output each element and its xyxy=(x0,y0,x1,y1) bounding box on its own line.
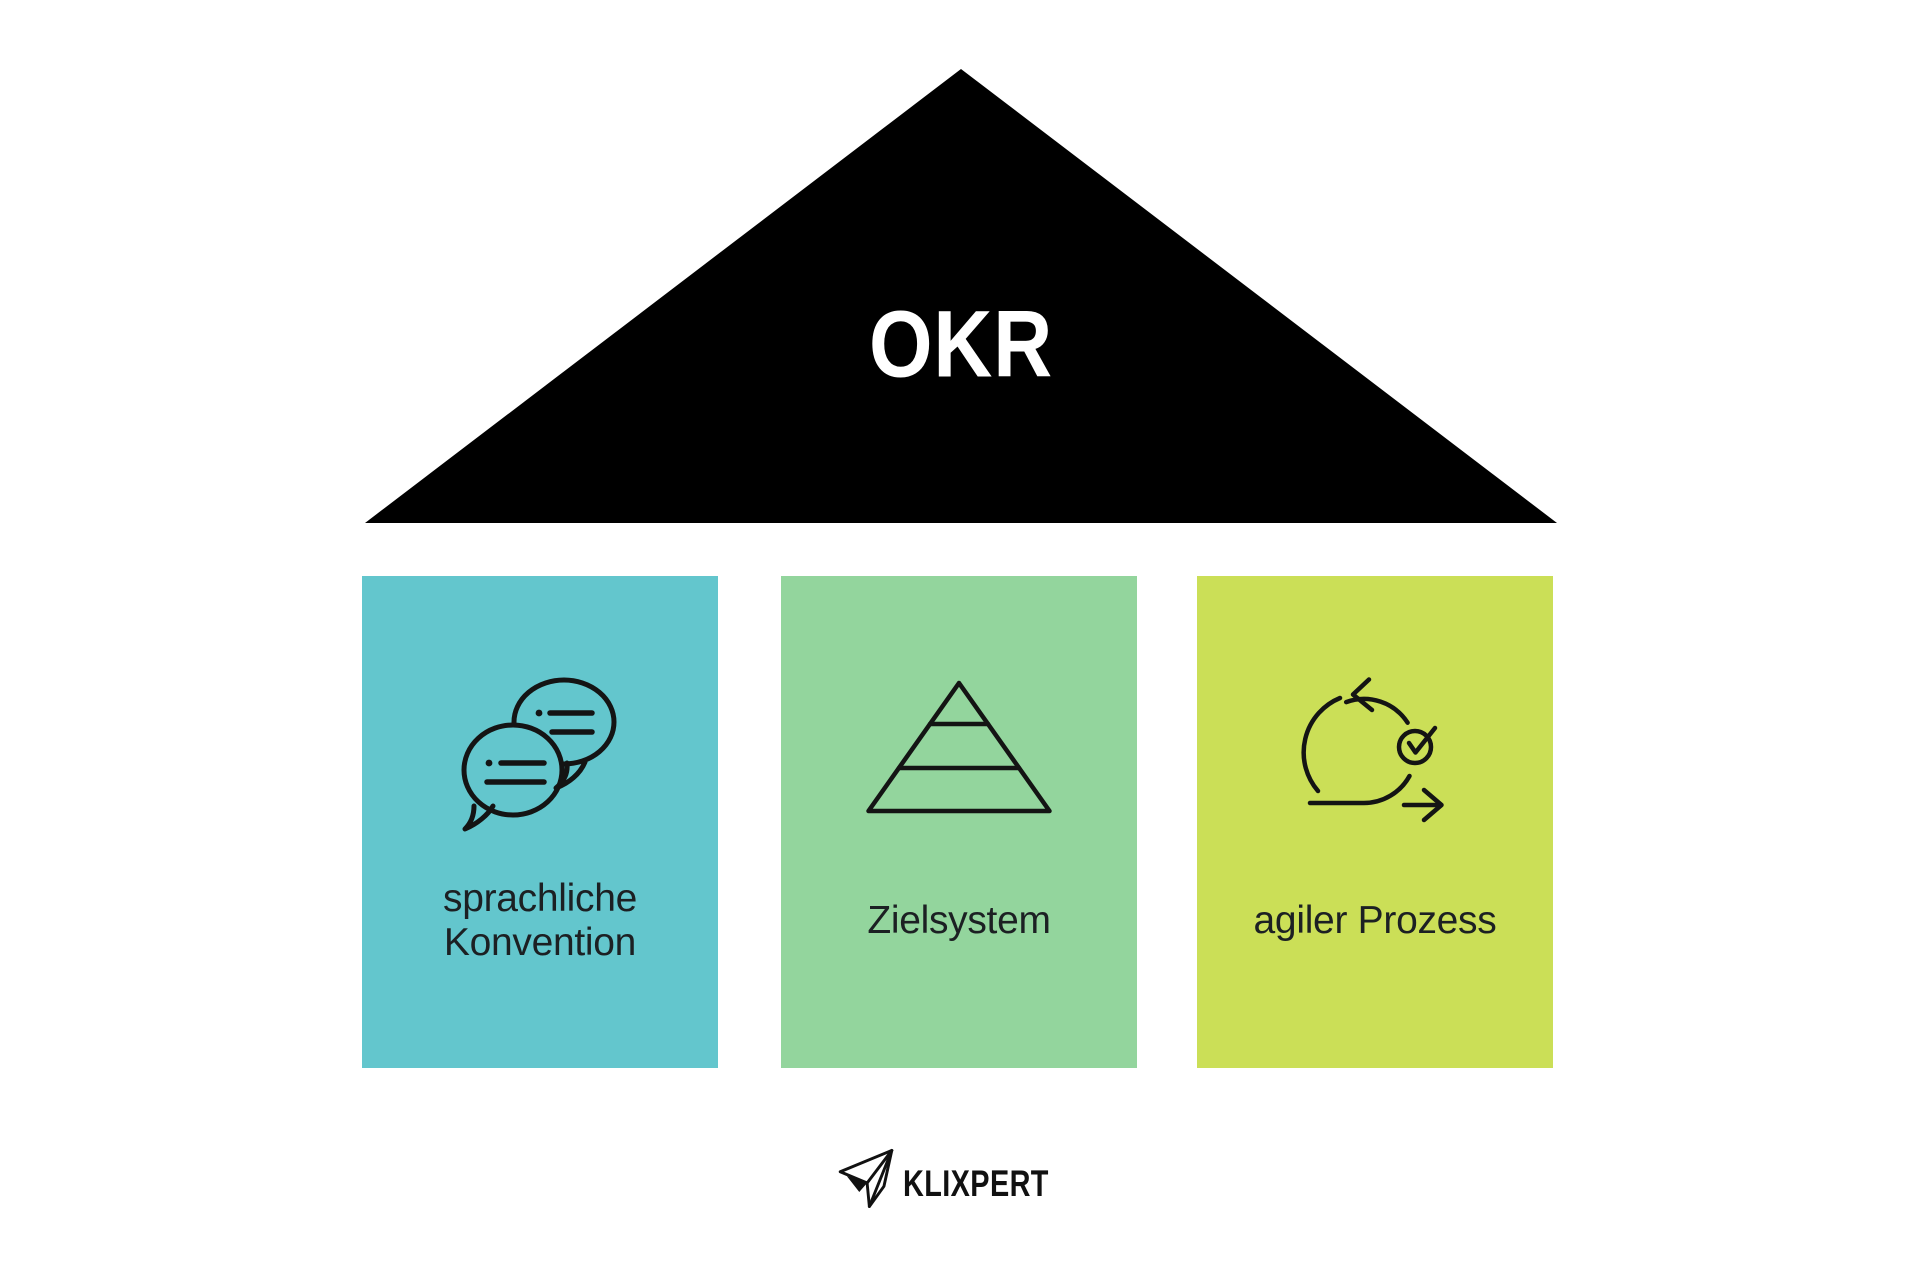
roof-triangle: OKR xyxy=(365,69,1557,523)
paper-plane-icon xyxy=(831,1137,901,1211)
pillar-label-zielsystem: Zielsystem xyxy=(867,899,1051,942)
pillar-sprachliche-konvention: sprachliche Konvention xyxy=(362,576,718,1068)
chat-bubbles-icon xyxy=(460,676,620,834)
pillar-zielsystem: Zielsystem xyxy=(781,576,1137,1068)
pillar-label-agiler-prozess: agiler Prozess xyxy=(1253,899,1497,942)
brand-logo: KLIXPERT xyxy=(0,1145,1920,1208)
brand-text: KLIXPERT xyxy=(902,1163,1049,1204)
pyramid-levels-icon xyxy=(864,678,1054,816)
roof-title-text: OKR xyxy=(868,291,1054,398)
roof-title: OKR xyxy=(365,291,1557,398)
pillar-label-sprachliche-konvention: sprachliche Konvention xyxy=(443,877,637,964)
agile-sprint-icon xyxy=(1301,673,1449,825)
pillar-agiler-prozess: agiler Prozess xyxy=(1197,576,1553,1068)
